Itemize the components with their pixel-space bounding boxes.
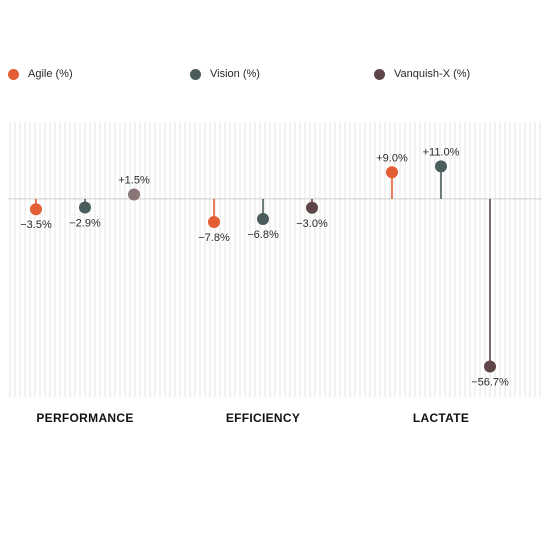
data-label-vanquish-x-performance: +1.5% (118, 174, 150, 186)
point-vanquish-x-performance (128, 188, 140, 201)
data-label-vanquish-x-lactate: −56.7% (471, 377, 509, 389)
legend-label-agile: Agile (%) (28, 68, 73, 80)
category-label-efficiency: EFFICIENCY (226, 411, 300, 425)
point-agile-efficiency (208, 215, 220, 228)
legend-item-vanquish: Vanquish-X (%) (374, 68, 470, 80)
point-agile-lactate (386, 166, 398, 179)
legend-label-vanquish: Vanquish-X (%) (394, 68, 471, 80)
legend: Agile (%) Vision (%) Vanquish-X (%) (0, 68, 550, 88)
legend-dot-agile (8, 68, 19, 80)
point-agile-performance (30, 203, 42, 216)
legend-item-agile: Agile (%) (8, 68, 73, 80)
point-vision-efficiency (257, 212, 269, 225)
legend-item-vision: Vision (%) (190, 68, 260, 80)
legend-dot-vision (190, 68, 201, 80)
point-vanquish-x-efficiency (306, 201, 318, 214)
data-label-vision-efficiency: −6.8% (247, 229, 279, 241)
point-vision-lactate (435, 160, 447, 173)
data-label-agile-lactate: +9.0% (376, 152, 408, 164)
point-vanquish-x-lactate (484, 360, 496, 373)
legend-label-vision: Vision (%) (210, 68, 260, 80)
category-label-performance: PERFORMANCE (36, 411, 133, 425)
data-label-vision-lactate: +11.0% (423, 146, 460, 158)
point-vision-performance (79, 201, 91, 214)
data-label-agile-efficiency: −7.8% (198, 232, 230, 244)
legend-dot-vanquish (374, 68, 385, 80)
category-label-lactate: LACTATE (413, 411, 469, 425)
data-label-vision-performance: −2.9% (69, 217, 101, 229)
data-label-vanquish-x-efficiency: −3.0% (296, 218, 328, 230)
data-label-agile-performance: −3.5% (20, 219, 52, 231)
